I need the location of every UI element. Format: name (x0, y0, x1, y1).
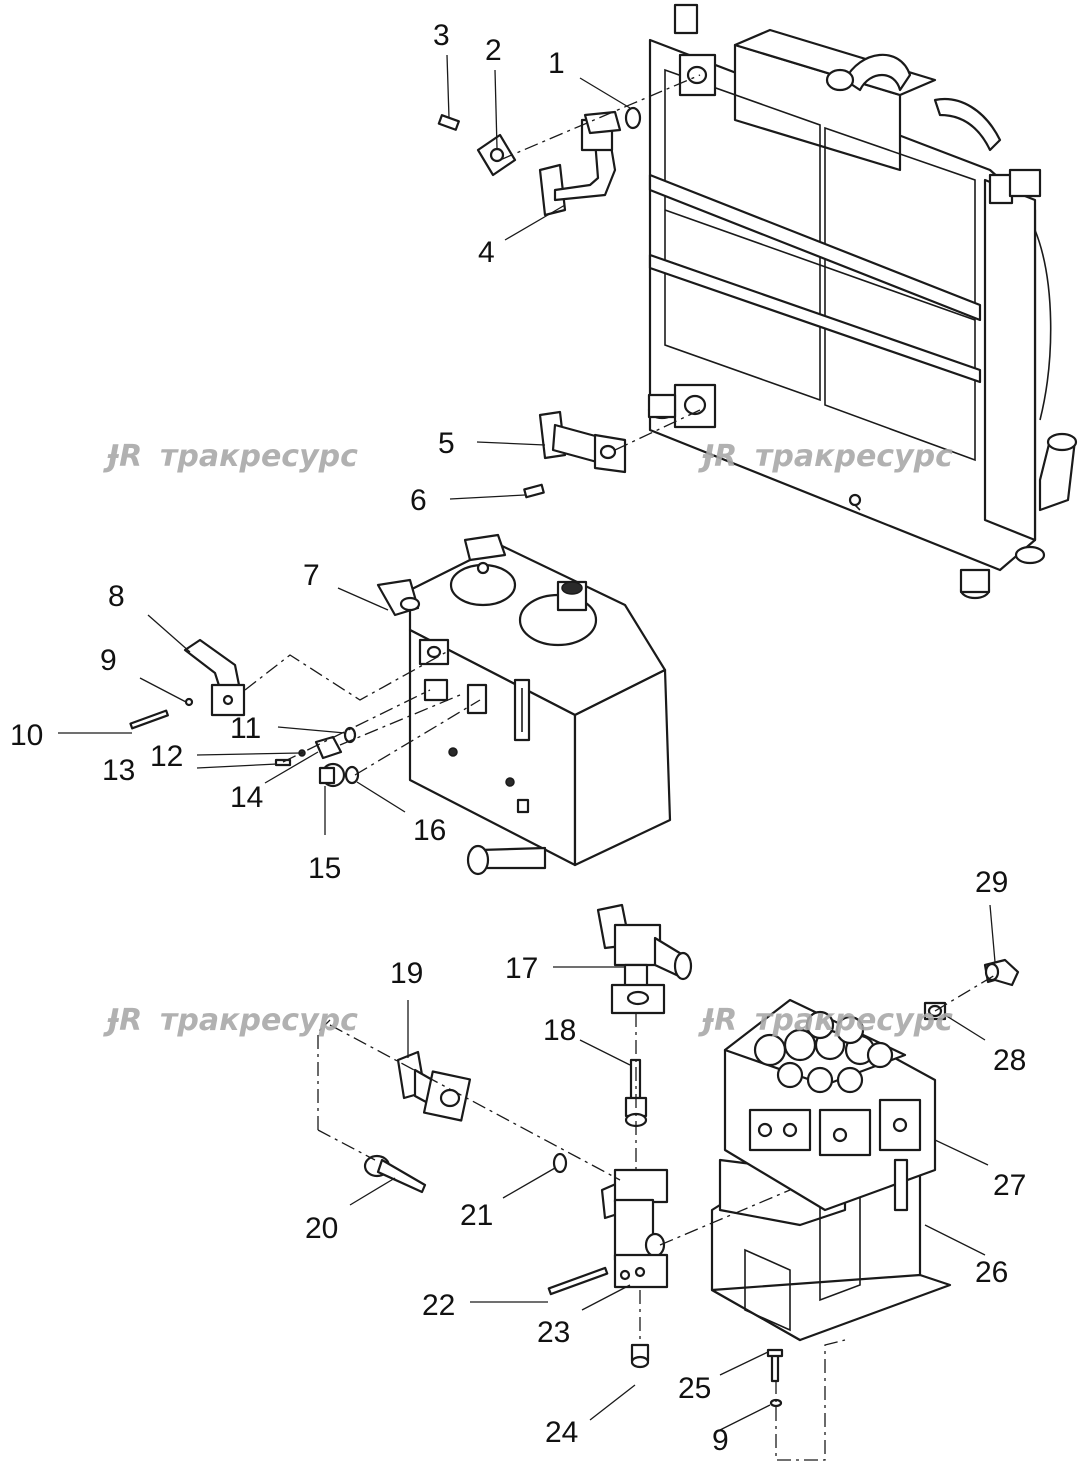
tee-fitting-part-17 (596, 903, 693, 1015)
callout-4: 4 (478, 236, 495, 269)
tank-fittings (129, 638, 360, 788)
callout-labels: 3 2 1 4 5 6 7 8 9 10 11 12 13 14 15 16 1… (10, 19, 1026, 1457)
pipe-part-5 (538, 410, 627, 474)
callout-12: 12 (150, 740, 183, 773)
callout-1: 1 (548, 47, 565, 80)
callout-5: 5 (438, 427, 455, 460)
callout-20: 20 (305, 1212, 338, 1245)
elbow-part-8 (183, 638, 246, 717)
plug-part-15 (318, 762, 346, 788)
o-ring-part-21 (552, 1152, 568, 1174)
leader-lines (58, 54, 996, 1431)
bolt-part-10 (129, 709, 169, 730)
callout-13: 13 (102, 754, 135, 787)
svg-text:ɈR: ɈR (103, 1003, 142, 1038)
svg-text:ɈR: ɈR (698, 1003, 737, 1038)
callout-7: 7 (303, 559, 320, 592)
adapter-part-19 (396, 1050, 472, 1122)
callout-6: 6 (410, 484, 427, 517)
callout-10: 10 (10, 719, 43, 752)
svg-text:ɈR: ɈR (103, 439, 142, 474)
bolt-part-6 (523, 483, 545, 499)
watermark-logo-4: ɈR трак​ресурс (698, 1003, 953, 1038)
callout-22: 22 (422, 1289, 455, 1322)
callout-24: 24 (545, 1416, 578, 1449)
callout-27: 27 (993, 1169, 1026, 1202)
callout-25: 25 (678, 1372, 711, 1405)
watermark-logo-3: ɈR трак​ресурс (103, 1003, 358, 1038)
callout-26: 26 (975, 1256, 1008, 1289)
seal-part-16 (344, 765, 360, 785)
bolt-part-22 (547, 1266, 609, 1296)
callout-15: 15 (308, 852, 341, 885)
svg-text:ɈR: ɈR (698, 439, 737, 474)
callout-9-upper: 9 (100, 644, 117, 677)
callout-23: 23 (537, 1316, 570, 1349)
callout-9-lower: 9 (712, 1424, 729, 1457)
lower-pipe-assembly (523, 410, 627, 499)
plug-part-24 (630, 1343, 650, 1369)
hydraulic-tank (376, 533, 672, 876)
block-part-23 (600, 1168, 669, 1289)
o-ring-part-11 (343, 726, 357, 744)
split-flange-part-2 (476, 133, 517, 177)
elbow-pipe-part-4 (538, 110, 622, 217)
main-control-valve (710, 958, 1020, 1342)
o-ring-part-1 (624, 106, 642, 130)
callout-14: 14 (230, 781, 263, 814)
upper-pipe-assembly (437, 106, 642, 217)
callout-17: 17 (505, 952, 538, 985)
elbow-fitting-part-29 (983, 958, 1020, 987)
bolt-part-25 (766, 1348, 784, 1383)
bolt-part-3 (437, 114, 460, 131)
bracket-part-7 (376, 533, 507, 617)
callout-28: 28 (993, 1044, 1026, 1077)
callout-2: 2 (485, 34, 502, 67)
svg-text:трак​ресурс: трак​ресурс (160, 439, 358, 474)
svg-text:трак​ресурс: трак​ресурс (755, 1003, 953, 1038)
callout-11: 11 (230, 712, 261, 745)
washer-part-9-upper (184, 697, 194, 707)
callout-18: 18 (543, 1014, 576, 1047)
callout-21: 21 (460, 1199, 493, 1232)
callout-19: 19 (390, 957, 423, 990)
probe-part-20 (363, 1154, 427, 1194)
bolt-part-13 (274, 758, 292, 767)
callout-3: 3 (433, 19, 450, 52)
valve-body-part-27 (723, 998, 937, 1212)
radiator-assembly (647, 3, 1078, 600)
lower-fittings (363, 903, 784, 1408)
assembly-lines (244, 74, 996, 1461)
watermark-logo-2: ɈR трак​ресурс (698, 439, 953, 474)
callout-8: 8 (108, 580, 125, 613)
callout-16: 16 (413, 814, 446, 847)
flange-part-14 (314, 735, 343, 760)
callout-29: 29 (975, 866, 1008, 899)
svg-text:трак​ресурс: трак​ресурс (160, 1003, 358, 1038)
watermark-logo-1: ɈR трак​ресурс (103, 439, 358, 474)
svg-text:трак​ресурс: трак​ресурс (755, 439, 953, 474)
